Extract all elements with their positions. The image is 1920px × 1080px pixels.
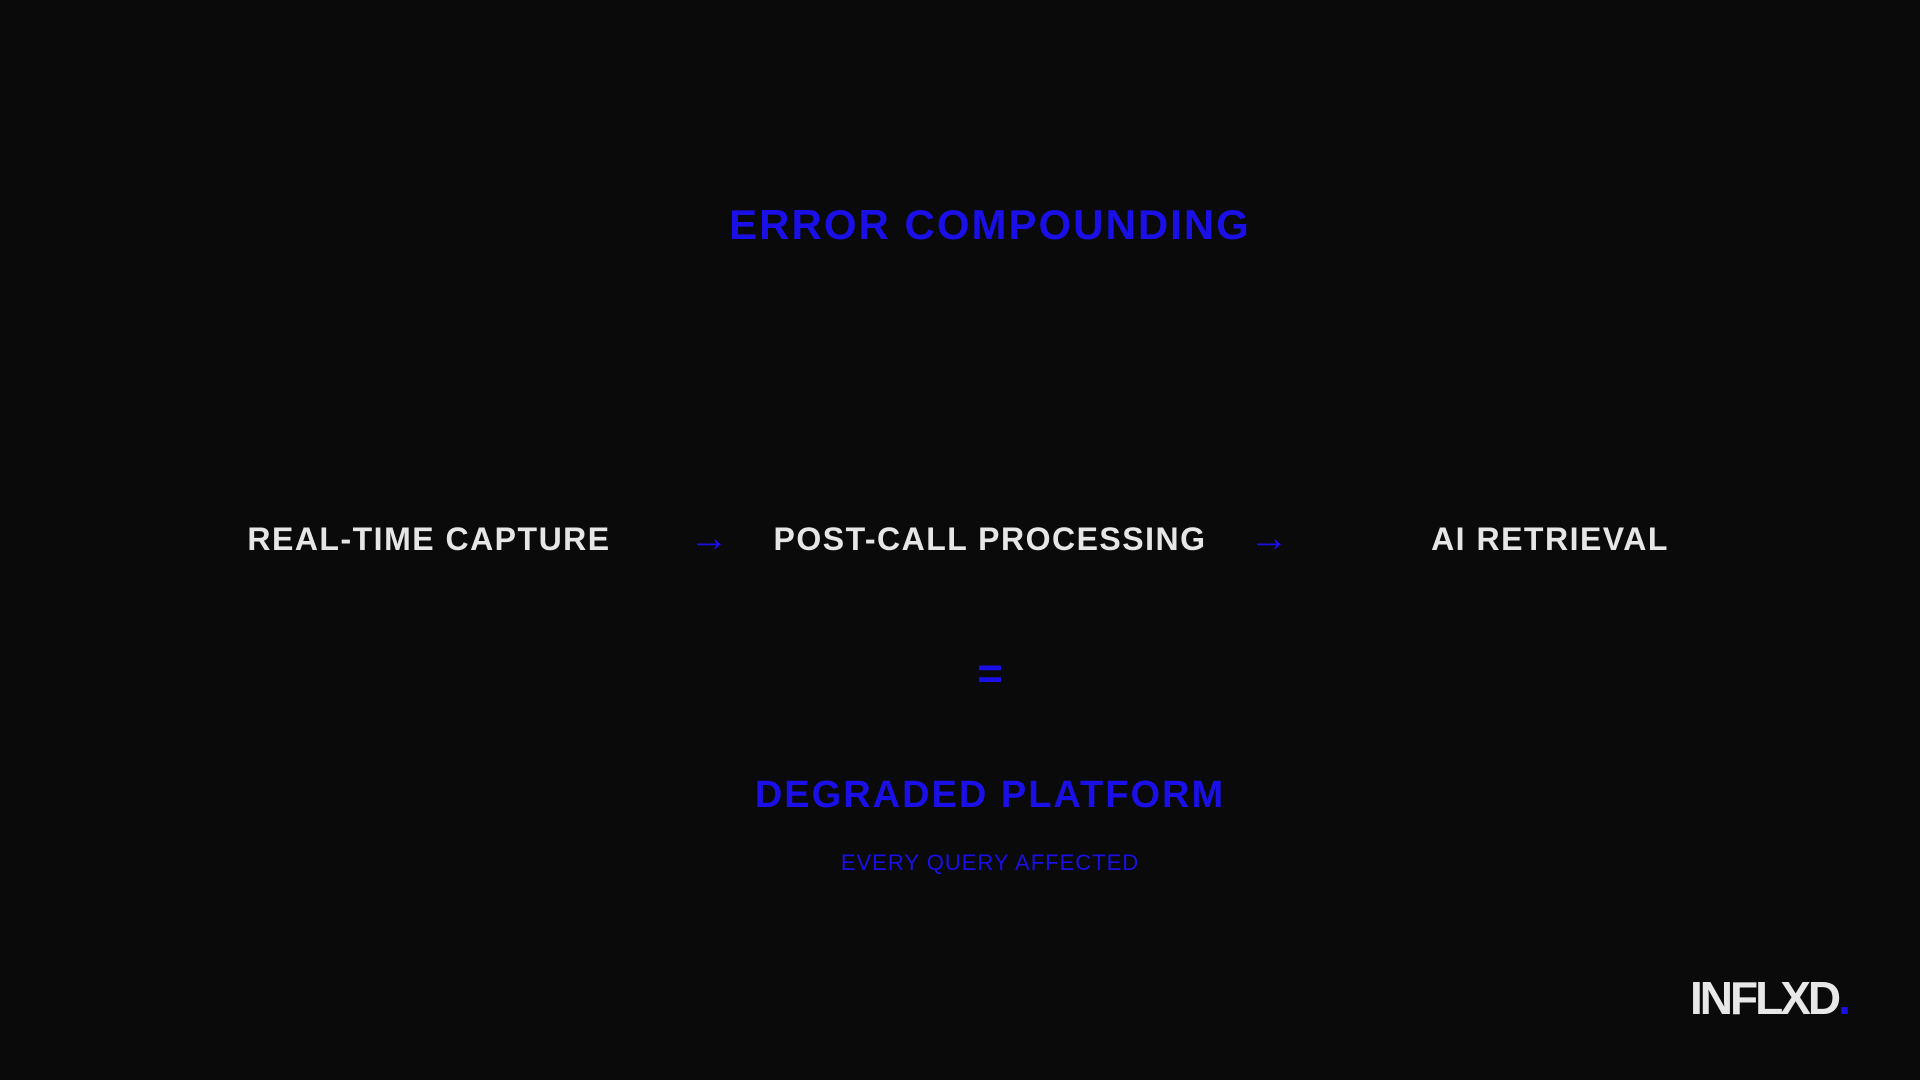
brand-logo: INFLXD. — [1690, 972, 1851, 1024]
step-post-call-processing: POST-CALL PROCESSING — [773, 521, 1207, 557]
equals-sign: = — [977, 649, 1003, 698]
arrow-right-icon: → — [689, 516, 729, 560]
arrow-right-icon: → — [1249, 516, 1289, 560]
slide-title: ERROR COMPOUNDING — [729, 201, 1251, 248]
logo-text: INFLXD — [1690, 972, 1841, 1024]
result-subtitle: EVERY QUERY AFFECTED — [840, 850, 1140, 875]
result-title: DEGRADED PLATFORM — [754, 774, 1226, 816]
step-real-time-capture: REAL-TIME CAPTURE — [247, 521, 611, 557]
logo-dot: . — [1838, 972, 1851, 1024]
step-ai-retrieval: AI RETRIEVAL — [1431, 521, 1669, 557]
